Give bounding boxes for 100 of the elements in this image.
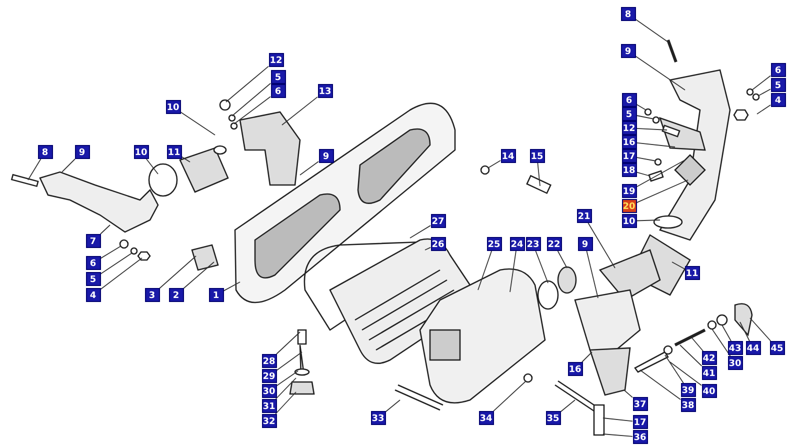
callout-number: 42 [702, 351, 716, 365]
leader-line [510, 250, 516, 292]
leader-line [636, 156, 656, 162]
callout-number: 12 [622, 121, 636, 135]
leader-line [275, 378, 296, 400]
leader-line [493, 380, 526, 412]
callout-number: 27 [430, 214, 446, 228]
callout-number: 6 [770, 63, 786, 77]
leader-line [410, 225, 431, 238]
callout-number: 4 [86, 288, 100, 302]
leader-line [234, 96, 271, 124]
leader-line [100, 224, 110, 234]
leader-line [181, 156, 190, 162]
leader-line [756, 104, 771, 114]
leader-line [750, 318, 772, 342]
leader-line [385, 400, 400, 412]
leader-line [557, 250, 568, 268]
leader-line [636, 128, 668, 130]
callout-number: 25 [486, 237, 502, 251]
leader-line [276, 332, 300, 354]
callout-number: 11 [684, 266, 700, 280]
callout-number: 20 [622, 199, 636, 213]
callout-number: 6 [622, 93, 636, 107]
leader-line [159, 256, 196, 289]
leader-line [636, 115, 654, 120]
leader-line [478, 250, 492, 290]
callout-number: 22 [546, 237, 562, 251]
leader-line [582, 352, 592, 362]
leader-line [275, 392, 296, 414]
callout-number: 21 [576, 209, 592, 223]
callout-number: 8 [38, 145, 52, 159]
callout-number: 40 [702, 384, 716, 398]
leader-line [722, 324, 732, 342]
callout-number: 24 [510, 237, 524, 251]
callout-number: 18 [622, 163, 636, 177]
leader-line [282, 96, 318, 126]
leader-line [100, 246, 122, 259]
leader-line [232, 82, 271, 116]
leader-line [758, 88, 771, 96]
callout-number: 12 [268, 53, 284, 67]
callout-number: 8 [620, 7, 636, 21]
leader-line [183, 262, 214, 289]
leader-line [535, 250, 548, 284]
leader-line [672, 262, 685, 270]
callout-number: 39 [680, 383, 696, 397]
leader-line [276, 352, 302, 371]
leader-line [752, 75, 771, 90]
leader-line [586, 250, 598, 298]
leader-line [560, 400, 576, 412]
leader-line [100, 258, 142, 290]
callout-number: 11 [166, 145, 182, 159]
callout-number: 29 [262, 369, 276, 383]
callout-number: 10 [134, 145, 148, 159]
callout-number: 5 [86, 272, 100, 286]
callout-number: 32 [262, 414, 276, 428]
callout-number: 28 [262, 354, 276, 368]
callout-number: 6 [270, 84, 286, 98]
leader-line [712, 328, 731, 356]
callout-number: 45 [770, 341, 784, 355]
callout-number: 19 [622, 184, 636, 198]
leader-line [100, 252, 132, 274]
callout-number: 26 [430, 237, 446, 251]
callout-number: 41 [702, 366, 716, 380]
callout-number: 5 [622, 107, 636, 121]
leader-line [226, 66, 269, 102]
callout-number: 5 [270, 70, 286, 84]
leader-line [180, 112, 216, 136]
callout-number: 38 [680, 398, 696, 412]
leader-line [640, 370, 681, 400]
callout-number: 30 [728, 356, 742, 370]
callout-number: 17 [622, 149, 636, 163]
callout-number: 23 [526, 237, 540, 251]
callout-number: 34 [478, 411, 494, 425]
leader-line [146, 158, 158, 174]
callout-number: 44 [746, 341, 760, 355]
leader-line [62, 158, 76, 172]
leader-line [300, 161, 319, 176]
callout-number: 30 [262, 384, 276, 398]
leader-line [488, 160, 501, 168]
callout-number: 9 [318, 149, 334, 163]
callout-number: 10 [166, 100, 180, 114]
callout-number: 16 [568, 362, 582, 376]
callout-number: 9 [578, 237, 592, 251]
callout-number: 7 [86, 234, 100, 248]
callout-number: 4 [770, 93, 786, 107]
leader-line [636, 104, 646, 110]
leader-line [636, 142, 676, 148]
leader-line [624, 390, 633, 398]
callout-number: 3 [144, 288, 160, 302]
callout-number: 14 [500, 149, 516, 163]
leader-line [635, 56, 686, 90]
leader-line [636, 172, 650, 176]
leader-line [664, 354, 684, 384]
callout-number: 33 [370, 411, 386, 425]
leader-line [670, 362, 702, 386]
leader-line [740, 322, 750, 342]
leader-line [602, 418, 633, 422]
leader-line [636, 180, 688, 204]
leader-line [635, 18, 668, 42]
callout-number: 9 [620, 44, 636, 58]
